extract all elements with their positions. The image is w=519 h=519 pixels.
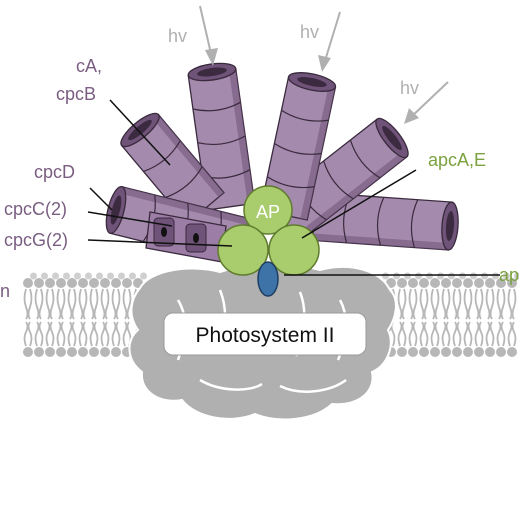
membrane-right: [375, 272, 519, 357]
linker-protein-blue: [257, 261, 279, 297]
light-arrow-1-head: [205, 48, 218, 66]
hv-label-1: hv: [168, 26, 187, 46]
light-arrow-3: [409, 81, 449, 119]
ap-core-left: [217, 224, 269, 276]
label-cpcg: cpcG(2): [4, 230, 68, 250]
photosystem-ii-label-box: Photosystem II: [163, 312, 367, 356]
hv-label-2: hv: [300, 22, 319, 42]
leader-lines: [87, 99, 500, 276]
rod-left: [120, 112, 225, 225]
light-arrow-3-head: [404, 108, 419, 124]
label-cpca: cA,: [76, 56, 102, 76]
allophycocyanin-core: AP: [217, 185, 320, 297]
phycocyanin-rods: [105, 62, 459, 267]
light-arrow-2-head: [318, 55, 331, 72]
light-arrows: [199, 5, 449, 124]
label-cpcb: cpcB: [56, 84, 96, 104]
light-arrow-2: [323, 11, 341, 65]
label-left-edge: n: [0, 281, 10, 301]
rod-far-right: [311, 191, 459, 251]
photosystem-ii-label: Photosystem II: [196, 324, 335, 347]
label-cpcc: cpcC(2): [4, 199, 67, 219]
ap-core-top: [243, 185, 293, 235]
ap-core-label: AP: [256, 202, 280, 222]
label-right-edge: ap: [499, 265, 519, 285]
membrane-left: [23, 272, 147, 357]
hv-label-3: hv: [400, 78, 419, 98]
label-cpcd: cpcD: [34, 162, 75, 182]
rod-center-right: [259, 72, 337, 221]
label-apca-b: apcA,E: [428, 150, 486, 170]
